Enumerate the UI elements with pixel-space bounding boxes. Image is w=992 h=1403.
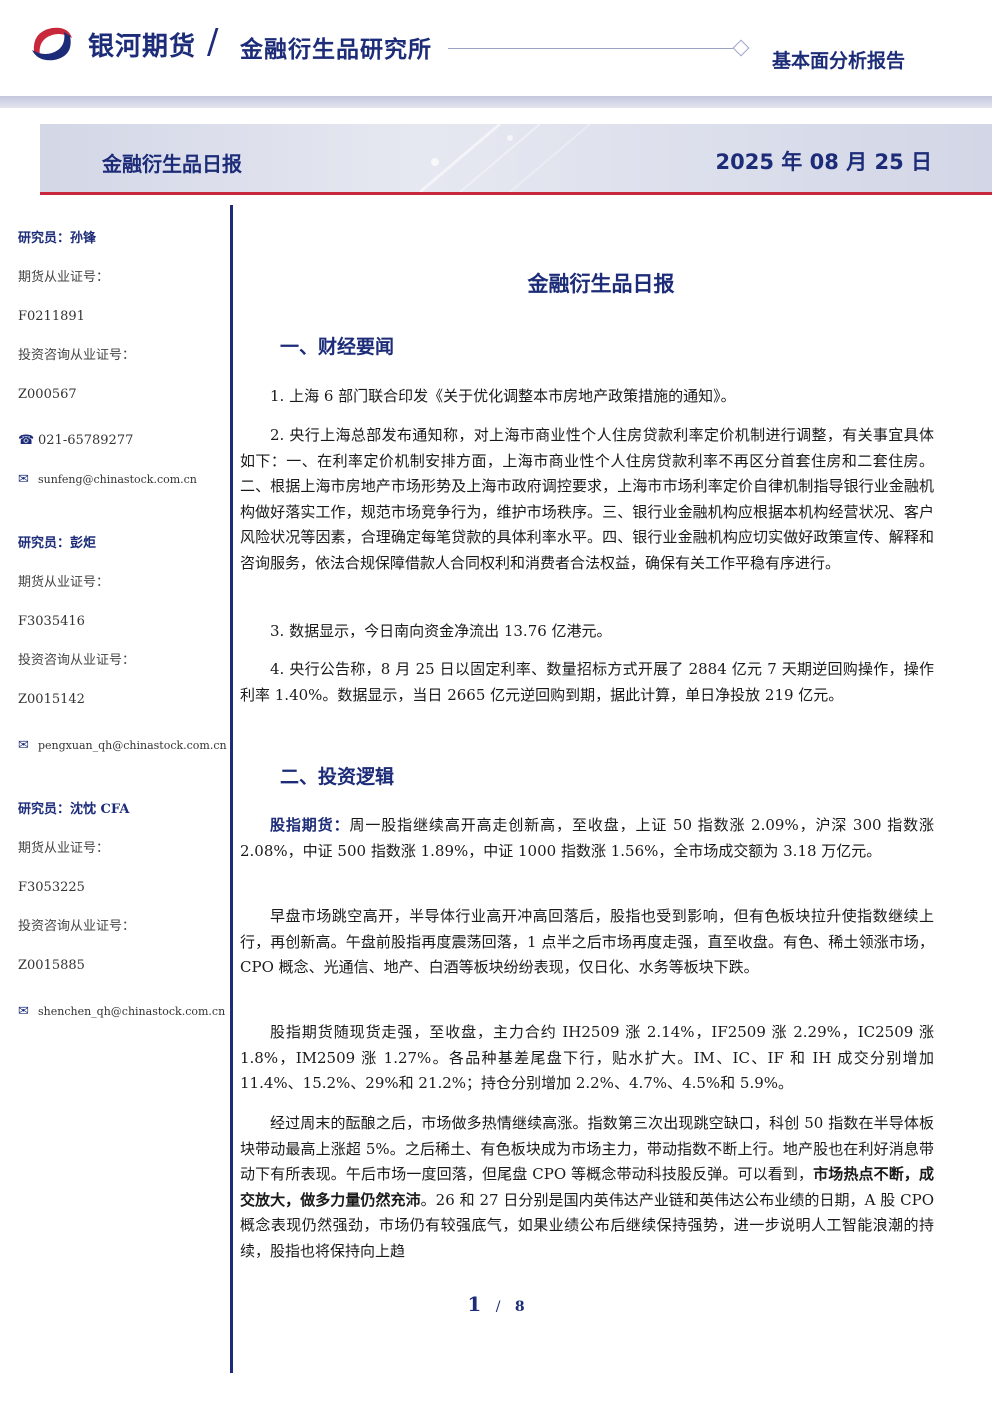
paragraph-text: 经过周末的酝酿之后，市场做多热情继续高涨。指数第三次出现跳空缺口，科创 50 指… [240,1114,934,1184]
researcher-name: 研究员：孙锋 [18,231,97,246]
futures-cert-number: F3053225 [18,880,85,895]
institute-name: 金融衍生品研究所 [240,37,432,63]
futures-cert-label: 期货从业证号： [18,270,110,285]
news-item: 3. 数据显示，今日南向资金净流出 13.76 亿港元。 [270,622,612,640]
paragraph-emphasis: 市场热点不断，成交放大，做多力量仍然充沛 [240,1165,934,1209]
title-banner: 金融衍生品日报 2025 年 08 月 25 日 [40,124,992,192]
futures-cert-label: 期货从业证号： [18,841,110,856]
page-indicator: 1 / 8 [0,1292,992,1316]
consult-cert-label: 投资咨询从业证号： [18,919,136,934]
logic-paragraph: 早盘市场跳空高开，半导体行业高开冲高回落后，股指也受到影响，但有色板块拉升使指数… [240,907,934,977]
researcher-card: 研究员：孙锋 期货从业证号： F0211891 投资咨询从业证号： Z00056… [18,226,228,499]
report-date: 2025 年 08 月 25 日 [715,150,932,174]
header-diamond [732,39,750,57]
header-slash: / [207,22,219,62]
news-item: 4. 央行公告称，8 月 25 日以固定利率、数量招标方式开展了 2884 亿元… [240,660,934,704]
banner-title: 金融衍生品日报 [102,152,242,176]
logic-paragraph: 经过周末的酝酿之后，市场做多热情继续高涨。指数第三次出现跳空缺口，科创 50 指… [240,1111,934,1265]
yinhe-logo-icon [32,27,72,61]
page-separator: / [495,1299,501,1315]
section-heading-logic: 二、投资逻辑 [280,766,395,788]
consult-cert-number: Z000567 [18,387,77,402]
researcher-card: 研究员：彭炬 期货从业证号： F3035416 投资咨询从业证号： Z00151… [18,531,228,765]
phone-row: ☎ 021-65789277 [18,421,228,460]
researcher-card: 研究员：沈忱 CFA 期货从业证号： F3053225 投资咨询从业证号： Z0… [18,797,228,1031]
sidebar-divider [230,205,233,1373]
researcher-name: 研究员：沈忱 CFA [18,802,130,817]
email-row: ✉ pengxuan_qh@chinastock.com.cn [18,726,228,765]
mail-icon: ✉ [18,737,29,753]
futures-cert-number: F0211891 [18,309,85,324]
futures-cert-number: F3035416 [18,614,85,629]
brand-name: 银河期货 [88,32,197,62]
current-page: 1 [467,1292,482,1316]
section-heading-news: 一、财经要闻 [280,336,395,358]
news-item: 2. 央行上海总部发布通知称，对上海市商业性个人住房贷款利率定价机制进行调整，有… [240,426,934,572]
total-pages: 8 [514,1299,525,1315]
consult-cert-number: Z0015142 [18,692,85,707]
email-link[interactable]: shenchen_qh@chinastock.com.cn [38,1004,226,1018]
phone-number: 021-65789277 [38,432,134,448]
email-row: ✉ sunfeng@chinastock.com.cn [18,460,228,499]
banner-underline [40,192,992,195]
document-title: 金融衍生品日报 [527,272,675,296]
consult-cert-number: Z0015885 [18,958,85,973]
consult-cert-label: 投资咨询从业证号： [18,653,136,668]
email-row: ✉ shenchen_qh@chinastock.com.cn [18,992,228,1031]
top-band [0,96,992,108]
banner-decoration [419,124,591,192]
futures-cert-label: 期货从业证号： [18,575,110,590]
researcher-name: 研究员：彭炬 [18,536,97,551]
mail-icon: ✉ [18,1003,29,1019]
consult-cert-label: 投资咨询从业证号： [18,348,136,363]
news-item: 1. 上海 6 部门联合印发《关于优化调整本市房地产政策措施的通知》。 [270,387,736,405]
header-rule [448,48,736,49]
paragraph-text: 。26 和 27 日分别是国内英伟达产业链和英伟达公布业绩的日期，A 股 CPO… [240,1190,934,1260]
email-link[interactable]: sunfeng@chinastock.com.cn [38,472,197,486]
mail-icon: ✉ [18,471,29,487]
report-type: 基本面分析报告 [772,50,906,72]
logic-paragraph: 股指期货随现货走强，至收盘，主力合约 IH2509 涨 2.14%，IF2509… [240,1023,934,1093]
email-link[interactable]: pengxuan_qh@chinastock.com.cn [38,738,227,752]
logic-paragraph: 股指期货：周一股指继续高开高走创新高，至收盘，上证 50 指数涨 2.09%，沪… [240,813,934,864]
paragraph-text: 周一股指继续高开高走创新高，至收盘，上证 50 指数涨 2.09%，沪深 300… [240,816,934,860]
researcher-sidebar: 研究员：孙锋 期货从业证号： F0211891 投资咨询从业证号： Z00056… [18,226,228,1031]
phone-icon: ☎ [18,432,35,448]
paragraph-lead: 股指期货： [270,816,350,834]
